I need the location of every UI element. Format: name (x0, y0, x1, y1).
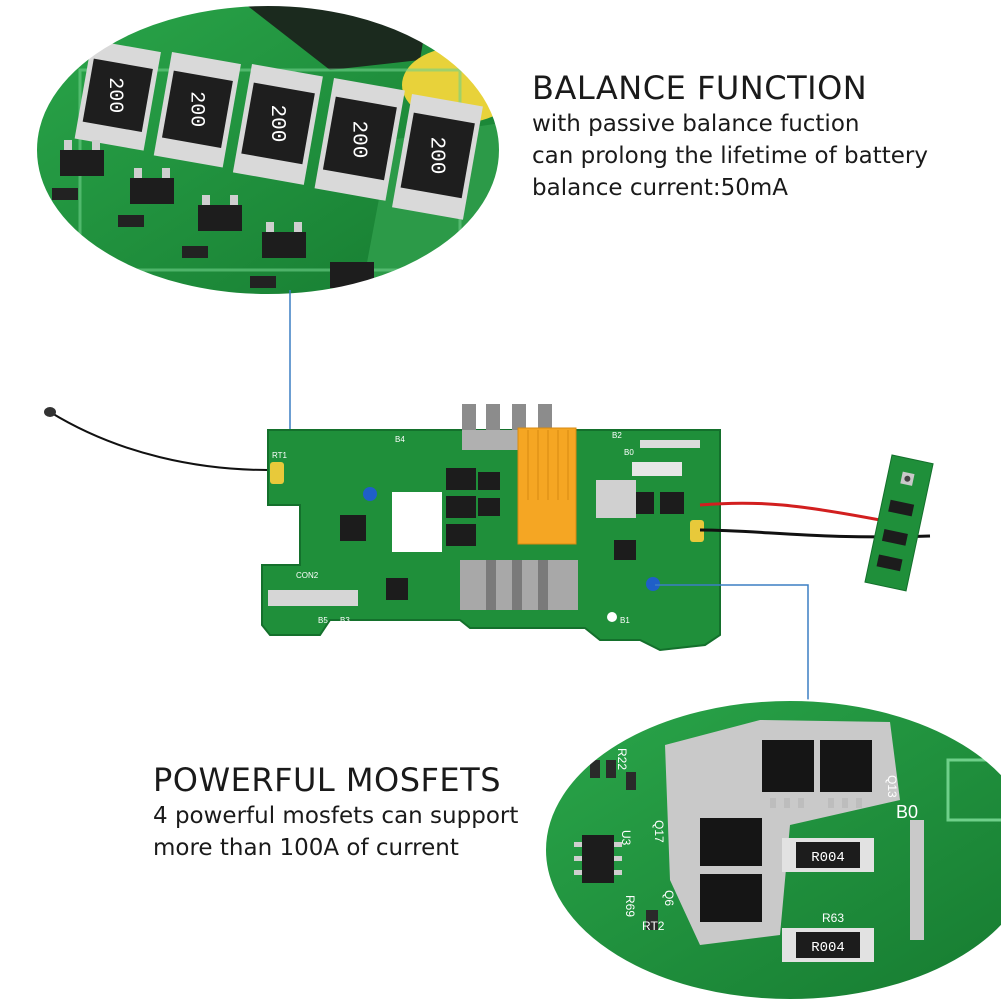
silk-label: Q13 (885, 775, 899, 798)
silk-label: R69 (623, 895, 637, 917)
balance-line-1: with passive balance fuction (532, 111, 860, 137)
silk-label: Q17 (652, 820, 666, 843)
main-pcb-board: B4 B2 B0 B5 B3 B1 RT1 CON2 (44, 404, 934, 652)
silk-label: U3 (619, 830, 633, 846)
silk-label: B1 (620, 616, 630, 625)
balance-line-2: can prolong the lifetime of battery (532, 143, 928, 169)
resistor-label: 200 (184, 91, 207, 127)
resistor-label: R004 (811, 940, 845, 956)
silk-label: B0 (896, 802, 918, 822)
balance-zoom-view: 200 200 200 200 (35, 4, 501, 296)
silk-label: CON2 (296, 571, 319, 580)
balance-resistors: 200 200 200 200 (74, 40, 483, 220)
resistor-label: 200 (425, 136, 448, 174)
mosfet-title: POWERFUL MOSFETS (153, 761, 501, 799)
balance-line-3: balance current:50mA (532, 175, 788, 201)
silk-label: RT1 (272, 451, 288, 460)
silk-label: B4 (395, 435, 405, 444)
silk-label: R63 (822, 911, 844, 925)
balance-transistors (60, 150, 374, 288)
silk-label: R22 (615, 748, 629, 770)
silk-label: RT2 (642, 919, 665, 933)
silk-label: B5 (318, 616, 328, 625)
mosfet-leader-line (655, 584, 809, 710)
resistor-label: 200 (103, 77, 126, 113)
mosfet-zoom-view: R004 R004 B0 Q13 Q17 (544, 699, 1001, 1000)
mosfet-line-1: 4 powerful mosfets can support (153, 803, 519, 829)
silk-label: B2 (612, 431, 622, 440)
silk-label: B0 (624, 448, 634, 457)
resistor-label: 200 (265, 105, 288, 143)
resistor-label: 200 (347, 120, 370, 158)
mosfet-feature-callout: POWERFUL MOSFETS 4 powerful mosfets can … (153, 760, 518, 864)
silk-label: B3 (340, 616, 350, 625)
balance-feature-callout: BALANCE FUNCTION with passive balance fu… (532, 68, 928, 204)
resistor-label: R004 (811, 850, 845, 866)
mosfet-line-2: more than 100A of current (153, 835, 459, 861)
balance-title: BALANCE FUNCTION (532, 69, 868, 107)
silk-label: Q6 (662, 890, 676, 906)
